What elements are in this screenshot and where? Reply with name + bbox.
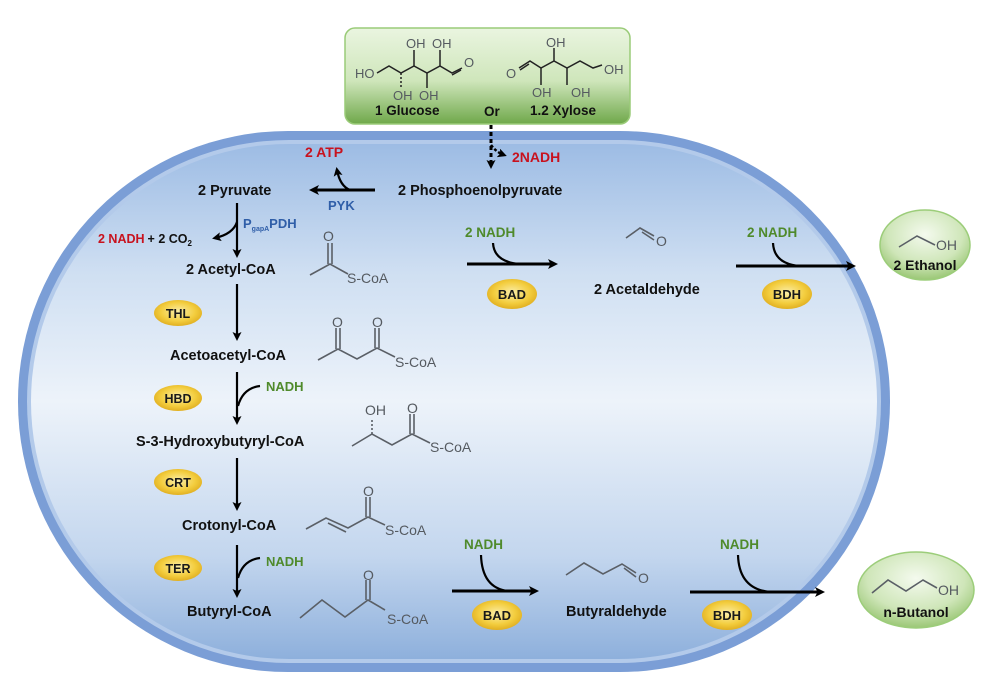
enzyme-pdh: PgapAPDH — [243, 216, 297, 233]
hbd-arrow — [232, 372, 261, 425]
svg-text:S-CoA: S-CoA — [430, 439, 472, 455]
ter-arrow — [232, 545, 261, 598]
svg-text:2 Ethanol: 2 Ethanol — [893, 257, 956, 273]
glucose-oh3: OH — [393, 88, 413, 103]
enzyme-bad-ethanol: BAD — [487, 279, 537, 309]
ter-nadh: NADH — [266, 554, 304, 569]
pdh-products: 2 NADH+ 2 CO2 — [98, 232, 193, 248]
svg-text:S-CoA: S-CoA — [387, 611, 429, 627]
svg-text:BDH: BDH — [713, 608, 741, 623]
svg-text:THL: THL — [166, 307, 191, 321]
pyk-arrow — [309, 167, 375, 195]
enzyme-hbd: HBD — [154, 385, 202, 411]
enzyme-bdh-butanol: BDH — [702, 600, 752, 630]
bad-butanol-arrow — [452, 554, 539, 596]
enzyme-bdh-ethanol: BDH — [762, 279, 812, 309]
svg-text:BAD: BAD — [498, 287, 526, 302]
enzyme-ter: TER — [154, 555, 202, 581]
svg-text:O: O — [332, 314, 343, 330]
svg-text:CRT: CRT — [165, 476, 191, 490]
svg-text:O: O — [372, 314, 383, 330]
metabolite-pyruvate: 2 Pyruvate — [198, 183, 271, 199]
metabolite-acetoacetyl-coa: Acetoacetyl-CoA — [170, 348, 287, 364]
metabolite-acetaldehyde: 2 Acetaldehyde — [594, 282, 700, 298]
xylose-o: O — [506, 66, 516, 81]
crotonyl-coa-structure: O S-CoA — [305, 483, 427, 538]
glucose-ho: HO — [355, 66, 375, 81]
enzyme-crt: CRT — [154, 469, 202, 495]
svg-text:O: O — [656, 233, 667, 249]
svg-text:O: O — [638, 570, 649, 586]
product-ethanol: OH 2 Ethanol — [879, 209, 971, 281]
bdh-butanol-nadh: NADH — [720, 537, 759, 552]
metabolite-hydroxybutyryl-coa: S-3-Hydroxybutyryl-CoA — [136, 434, 305, 450]
svg-text:BAD: BAD — [483, 608, 511, 623]
svg-text:O: O — [407, 400, 418, 416]
svg-text:OH: OH — [936, 237, 957, 253]
svg-text:OH: OH — [365, 402, 386, 418]
glucose-oh4: OH — [419, 88, 439, 103]
hbd-nadh: NADH — [266, 379, 304, 394]
bdh-butanol-arrow — [690, 554, 825, 597]
glycolysis-nadh: 2NADH — [512, 149, 560, 165]
svg-text:S-CoA: S-CoA — [385, 522, 427, 538]
butyryl-coa-structure: O S-CoA — [299, 567, 429, 627]
svg-text:O: O — [363, 483, 374, 499]
or-label: Or — [484, 104, 501, 119]
svg-text:S-CoA: S-CoA — [395, 354, 437, 370]
bdh-ethanol-nadh: 2 NADH — [747, 225, 797, 240]
hydroxybutyryl-coa-structure: OH O S-CoA — [351, 400, 472, 455]
pdh-arrow — [212, 203, 242, 258]
xylose-oh1: OH — [546, 35, 566, 50]
glucose-o: O — [464, 55, 474, 70]
svg-text:O: O — [363, 567, 374, 583]
xylose-label: 1.2 Xylose — [530, 103, 597, 118]
svg-text:OH: OH — [938, 582, 959, 598]
bad-butanol-nadh: NADH — [464, 537, 503, 552]
glucose-oh1: OH — [406, 36, 426, 51]
metabolite-acetyl-coa: 2 Acetyl-CoA — [186, 262, 276, 278]
xylose-oh4: OH — [571, 85, 591, 100]
svg-text:O: O — [323, 228, 334, 244]
glucose-structure: HO OH OH OH OH O — [355, 36, 474, 103]
enzyme-bad-butanol: BAD — [472, 600, 522, 630]
product-butanol: OH n-Butanol — [857, 551, 975, 629]
xylose-structure: O OH OH OH OH — [506, 35, 624, 100]
enzyme-thl: THL — [154, 300, 202, 326]
xylose-oh2: OH — [604, 62, 624, 77]
xylose-oh3: OH — [532, 85, 552, 100]
acetoacetyl-coa-structure: O O S-CoA — [317, 314, 437, 370]
metabolite-crotonyl-coa: Crotonyl-CoA — [182, 518, 277, 534]
bad-ethanol-nadh: 2 NADH — [465, 225, 515, 240]
svg-text:n-Butanol: n-Butanol — [883, 604, 948, 620]
acetyl-coa-structure: O S-CoA — [309, 228, 389, 286]
cell-membrane — [18, 131, 890, 672]
butyraldehyde-structure: O — [565, 562, 649, 586]
bad-ethanol-arrow — [467, 242, 558, 269]
glucose-label: 1 Glucose — [375, 103, 440, 118]
enzyme-pyk: PYK — [328, 198, 355, 213]
substrate-box: HO OH OH OH OH O 1 Glucose Or O OH OH OH… — [344, 27, 631, 125]
glycolysis-arrow — [486, 125, 507, 169]
svg-text:S-CoA: S-CoA — [347, 270, 389, 286]
bdh-ethanol-arrow — [736, 242, 856, 271]
atp-label: 2 ATP — [305, 144, 343, 160]
svg-text:HBD: HBD — [164, 392, 191, 406]
metabolite-butyraldehyde: Butyraldehyde — [566, 604, 667, 620]
svg-text:BDH: BDH — [773, 287, 801, 302]
metabolite-pep: 2 Phosphoenolpyruvate — [398, 183, 562, 199]
svg-text:TER: TER — [166, 562, 191, 576]
metabolite-butyryl-coa: Butyryl-CoA — [187, 604, 272, 620]
glucose-oh2: OH — [432, 36, 452, 51]
acetaldehyde-structure: O — [625, 227, 667, 249]
